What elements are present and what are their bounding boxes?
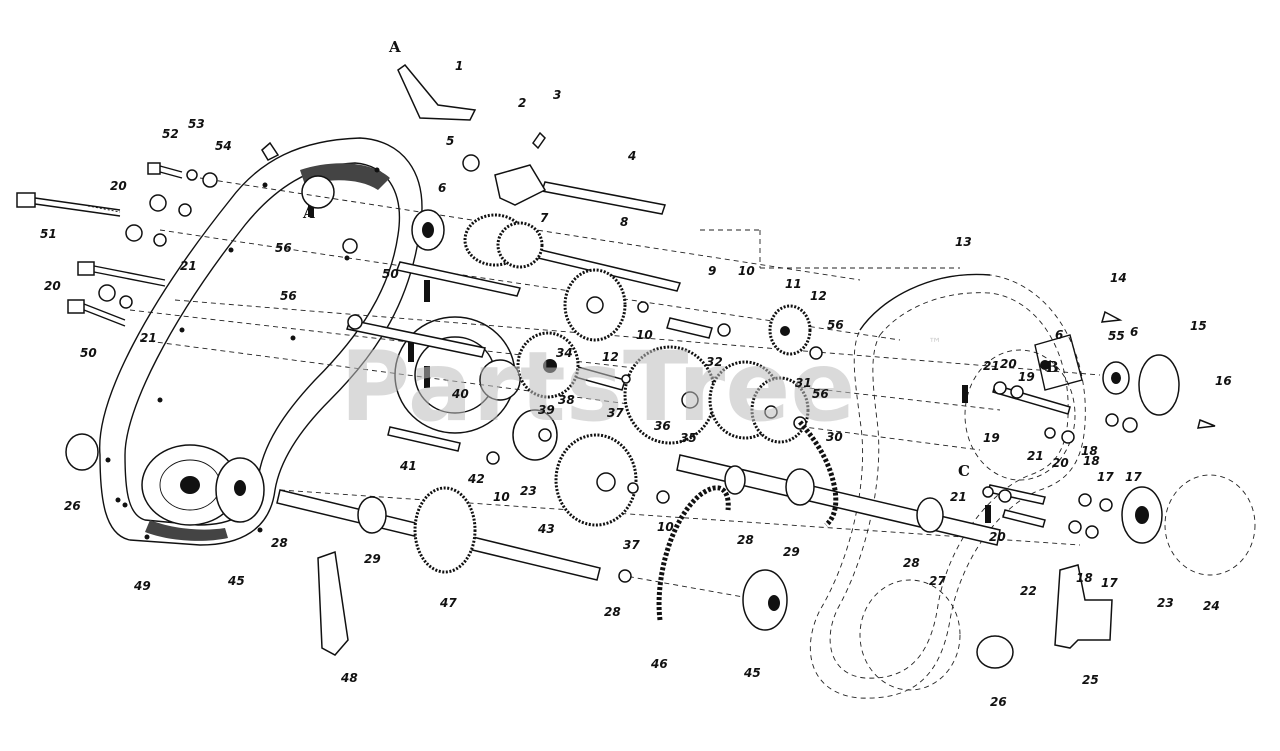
- callout-29: 29: [783, 545, 800, 559]
- watermark-trademark: ™: [928, 336, 942, 352]
- callout-37: 37: [623, 538, 640, 552]
- callout-56: 56: [275, 241, 292, 255]
- callout-20: 20: [989, 530, 1006, 544]
- callout-18: 18: [1076, 571, 1093, 585]
- right-housing: [809, 273, 1256, 699]
- callout-28: 28: [737, 533, 754, 547]
- callout-18: 18: [1083, 454, 1100, 468]
- marker-a-top: A: [388, 38, 401, 56]
- callout-28: 28: [604, 605, 621, 619]
- marker-c: C: [958, 462, 970, 480]
- callout-6: 6: [1055, 328, 1063, 342]
- callout-32: 32: [706, 355, 723, 369]
- marker-b: B: [1046, 358, 1059, 376]
- callout-20: 20: [110, 179, 127, 193]
- callout-7: 7: [540, 211, 549, 225]
- callout-54: 54: [215, 139, 232, 153]
- callout-19: 19: [1018, 370, 1035, 384]
- callout-10: 10: [636, 328, 653, 342]
- callout-25: 25: [1082, 673, 1099, 687]
- callout-17: 17: [1097, 470, 1114, 484]
- callout-6: 6: [1130, 325, 1138, 339]
- callout-53: 53: [188, 117, 205, 131]
- callout-21: 21: [950, 490, 967, 504]
- callout-12: 12: [810, 289, 827, 303]
- callout-38: 38: [558, 393, 575, 407]
- callout-21: 21: [180, 259, 197, 273]
- callout-56: 56: [812, 387, 829, 401]
- callout-14: 14: [1110, 271, 1127, 285]
- callout-40: 40: [451, 387, 469, 401]
- callout-43: 43: [537, 522, 555, 536]
- callout-48: 48: [340, 671, 358, 685]
- callout-17: 17: [1101, 576, 1118, 590]
- callout-26: 26: [990, 695, 1007, 709]
- callout-50: 50: [382, 267, 399, 281]
- callout-5: 5: [446, 134, 454, 148]
- callout-56: 56: [280, 289, 297, 303]
- callout-23: 23: [520, 484, 537, 498]
- callout-4: 4: [627, 149, 636, 163]
- callout-51: 51: [40, 227, 57, 241]
- callout-20: 20: [1000, 357, 1017, 371]
- section-markers: A A B C: [302, 38, 1059, 480]
- callout-47: 47: [439, 596, 457, 610]
- gears: [413, 213, 812, 574]
- callout-10: 10: [657, 520, 674, 534]
- callout-39: 39: [538, 403, 555, 417]
- callout-46: 46: [650, 657, 668, 671]
- callout-50: 50: [80, 346, 97, 360]
- callout-12: 12: [602, 350, 619, 364]
- callout-21: 21: [983, 359, 1000, 373]
- callout-18: 18: [1081, 444, 1098, 458]
- callout-21: 21: [1027, 449, 1044, 463]
- callout-45: 45: [743, 666, 761, 680]
- callout-31: 31: [795, 376, 812, 390]
- callout-16: 16: [1215, 374, 1232, 388]
- callout-1: 1: [455, 59, 463, 73]
- callout-42: 42: [467, 472, 485, 486]
- callout-23: 23: [1157, 596, 1174, 610]
- callout-26: 26: [64, 499, 81, 513]
- callout-56: 56: [827, 318, 844, 332]
- callout-13: 13: [955, 235, 972, 249]
- callout-55: 55: [1108, 329, 1125, 343]
- callout-3: 3: [553, 88, 561, 102]
- callout-45: 45: [227, 574, 245, 588]
- callout-2: 2: [518, 96, 526, 110]
- callout-10: 10: [493, 490, 510, 504]
- callout-30: 30: [826, 430, 843, 444]
- callout-11: 11: [785, 277, 802, 291]
- callout-20: 20: [44, 279, 61, 293]
- callout-17: 17: [1125, 470, 1142, 484]
- callout-34: 34: [556, 346, 573, 360]
- watermark: PartsTree: [340, 331, 855, 443]
- callout-41: 41: [399, 459, 417, 473]
- marker-a-left: A: [302, 204, 315, 222]
- callout-10: 10: [738, 264, 755, 278]
- callout-20: 20: [1052, 456, 1069, 470]
- callout-49: 49: [133, 579, 151, 593]
- callout-8: 8: [620, 215, 628, 229]
- callout-21: 21: [140, 331, 157, 345]
- callout-15: 15: [1190, 319, 1207, 333]
- callout-37: 37: [607, 406, 624, 420]
- chains-and-brackets: [317, 420, 1113, 656]
- callout-29: 29: [364, 552, 381, 566]
- callout-19: 19: [983, 431, 1000, 445]
- bearings-and-washers: [65, 131, 1216, 669]
- left-housing: [99, 137, 521, 546]
- callout-9: 9: [708, 264, 716, 278]
- callout-6: 6: [438, 181, 446, 195]
- callout-24: 24: [1203, 599, 1220, 613]
- callout-52: 52: [162, 127, 179, 141]
- callout-28: 28: [271, 536, 288, 550]
- callout-36: 36: [654, 419, 671, 433]
- callout-22: 22: [1020, 584, 1037, 598]
- callout-28: 28: [903, 556, 920, 570]
- callout-35: 35: [680, 431, 697, 445]
- callout-27: 27: [929, 574, 946, 588]
